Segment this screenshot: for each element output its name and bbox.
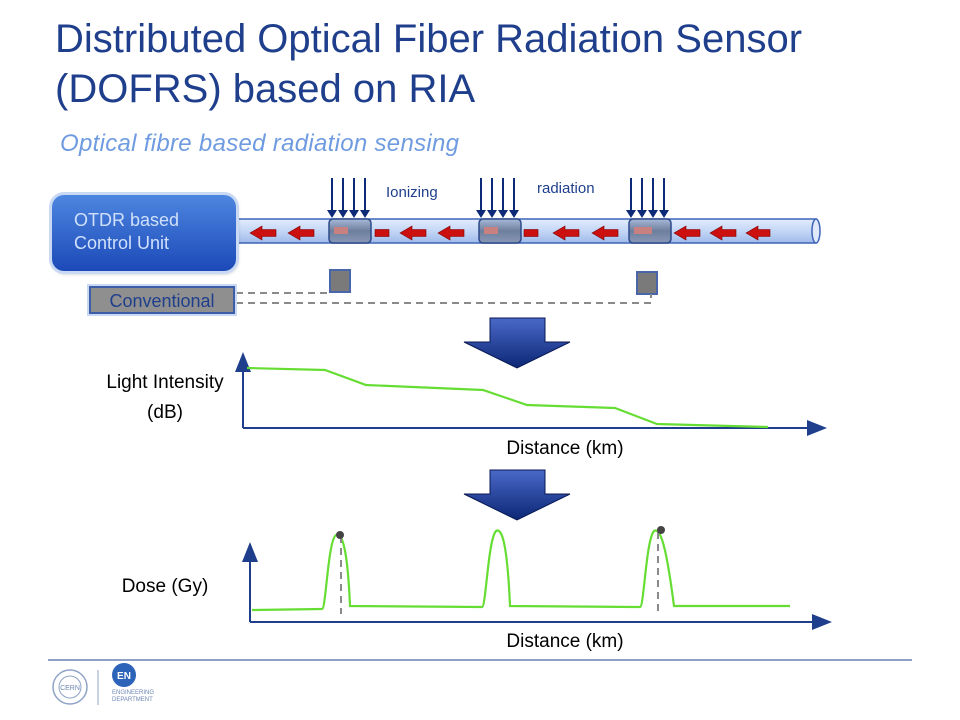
dose-measurement-point-1 [336,531,344,539]
intensity-xlabel: Distance (km) [506,438,624,459]
sensing-segment-3 [628,218,672,244]
intensity-ylabel-line2: (dB) [147,402,183,423]
cern-logo: CERN [52,669,88,705]
control-unit-line1: OTDR based [74,210,180,230]
dose-measurement-point-2 [657,526,665,534]
dose-ylabel: Dose (Gy) [121,576,209,597]
conventional-label: Conventional [89,286,235,314]
intensity-ylabel-line1: Light Intensity [106,372,224,393]
svg-text:CERN: CERN [60,685,80,692]
control-unit-box: OTDR based Control Unit [52,195,236,271]
svg-text:EN: EN [117,671,131,682]
process-arrow-2 [463,469,571,521]
sensing-segment-1 [328,218,372,244]
ionizing-label: Ionizing [386,184,438,201]
conventional-detectors [236,269,658,304]
sensing-segment-2 [478,218,522,244]
control-unit-line2: Control Unit [74,233,170,253]
radiation-arrows [327,178,669,218]
backscatter-arrows [249,225,771,241]
radiation-label: radiation [537,180,595,197]
process-arrow-1 [463,317,571,369]
dose-curve [251,529,790,612]
dose-plot [242,526,832,630]
slide-subtitle: Optical fibre based radiation sensing [60,130,460,157]
en-logo-text: ENGINEERING DEPARTMENT [112,690,155,703]
slide-title: Distributed Optical Fiber Radiation Sens… [55,17,803,111]
en-logo: EN [112,663,136,687]
intensity-curve [246,366,769,429]
intensity-plot [235,352,827,436]
dose-xlabel: Distance (km) [506,631,624,652]
